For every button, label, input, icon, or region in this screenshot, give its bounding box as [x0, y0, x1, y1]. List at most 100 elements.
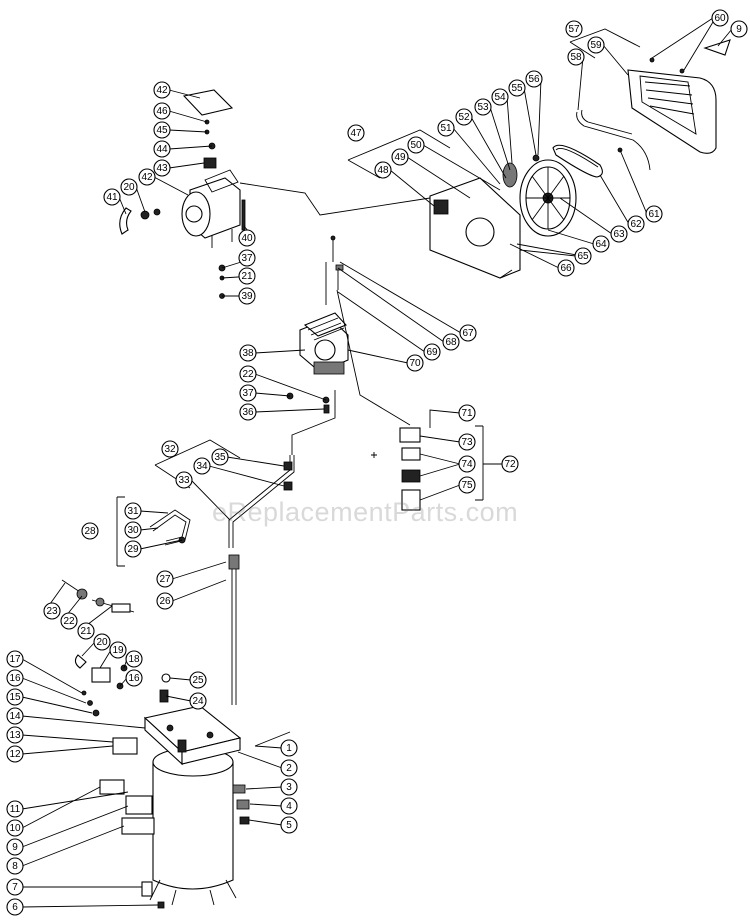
callout-number: 39 [241, 291, 253, 302]
callout-circle [423, 343, 441, 361]
guard-bracket-lines [239, 182, 583, 257]
callout-number: 73 [461, 437, 473, 448]
callout-circle [6, 726, 24, 744]
callout-number: 21 [241, 271, 253, 282]
part-callout-32: 32 [161, 440, 179, 458]
callout-number: 16 [9, 673, 21, 684]
callout-circle [6, 745, 24, 763]
part-callout-22: 22 [60, 612, 78, 630]
callout-number: 38 [242, 348, 254, 359]
pump-assembly [286, 312, 349, 414]
part-callout-6: 6 [6, 898, 24, 916]
callout-number: 56 [528, 74, 540, 85]
callout-number: 64 [595, 239, 607, 250]
belt-guard-back [429, 177, 521, 279]
callout-circle [442, 333, 460, 351]
callout-circle [103, 188, 121, 206]
callout-circle [156, 570, 174, 588]
callout-number: 20 [96, 637, 108, 648]
callout-number: 42 [156, 85, 168, 96]
tank-fittings [81, 690, 291, 825]
callout-circle [458, 433, 476, 451]
callout-number: 54 [494, 92, 506, 103]
callout-circle [60, 612, 78, 630]
callout-circle [280, 778, 298, 796]
callout-number: 31 [127, 506, 139, 517]
part-callout-20: 20 [93, 633, 111, 651]
callout-circle [6, 857, 24, 875]
callout-circle [238, 287, 256, 305]
callout-circle [645, 205, 663, 223]
callout-circle [138, 168, 156, 186]
callout-number: 53 [477, 102, 489, 113]
callout-number: 33 [178, 475, 190, 486]
callout-circle [280, 797, 298, 815]
part-callout-18: 18 [125, 650, 143, 668]
part-callout-33: 33 [175, 471, 193, 489]
callout-circle [43, 602, 61, 620]
part-callout-49: 49 [391, 148, 409, 166]
part-callout-25: 25 [189, 671, 207, 689]
callout-circle [124, 521, 142, 539]
callout-number: 37 [242, 388, 254, 399]
callout-number: 9 [736, 24, 742, 35]
callout-circle [501, 455, 519, 473]
callout-circle [391, 148, 409, 166]
callout-number: 65 [577, 251, 589, 262]
callout-number: 25 [192, 675, 204, 686]
part-callout-53: 53 [474, 98, 492, 116]
callout-circle [238, 229, 256, 247]
callout-number: 22 [63, 616, 75, 627]
callout-number: 43 [156, 163, 168, 174]
part-callout-4: 4 [280, 797, 298, 815]
callout-number: 29 [127, 544, 139, 555]
part-callout-2: 2 [280, 759, 298, 777]
pressure-switch [61, 579, 135, 690]
callout-circle [592, 235, 610, 253]
callout-number: 74 [461, 459, 473, 470]
callout-circle [407, 136, 425, 154]
callout-circle [153, 159, 171, 177]
part-callout-16: 16 [125, 669, 143, 687]
callout-circle [189, 692, 207, 710]
callout-circle [6, 878, 24, 896]
part-callout-66: 66 [557, 259, 575, 277]
part-callout-5: 5 [280, 816, 298, 834]
part-callout-71: 71 [458, 404, 476, 422]
belt-guard-front [576, 39, 731, 171]
callout-number: 67 [462, 328, 474, 339]
part-callout-44: 44 [153, 140, 171, 158]
part-callouts: 1234567891011121314151617161819202122232… [6, 9, 748, 916]
callout-number: 68 [445, 337, 457, 348]
callout-circle [280, 739, 298, 757]
part-callout-37: 37 [239, 384, 257, 402]
part-callout-72: 72 [501, 455, 519, 473]
check-valve [159, 673, 171, 703]
callout-number: 3 [286, 782, 292, 793]
callout-number: 27 [159, 574, 171, 585]
part-callout-75: 75 [458, 476, 476, 494]
callout-number: 72 [504, 459, 516, 470]
callout-number: 34 [196, 461, 208, 472]
part-callout-57: 57 [565, 20, 583, 38]
callout-number: 46 [156, 106, 168, 117]
callout-circle [455, 108, 473, 126]
intake-filter [336, 289, 421, 511]
callout-circle [6, 838, 24, 856]
part-callout-15: 15 [6, 688, 24, 706]
callout-circle [211, 448, 229, 466]
group-brackets [116, 28, 641, 567]
part-callout-64: 64 [592, 235, 610, 253]
callout-number: 52 [458, 112, 470, 123]
part-callout-24: 24 [189, 692, 207, 710]
callout-circle [93, 633, 111, 651]
callout-number: 57 [568, 24, 580, 35]
part-callout-48: 48 [374, 161, 392, 179]
callout-number: 17 [9, 654, 21, 665]
callout-circle [109, 641, 127, 659]
callout-number: 19 [112, 645, 124, 656]
part-callout-30: 30 [124, 521, 142, 539]
callout-number: 45 [156, 125, 168, 136]
callout-circle [156, 592, 174, 610]
callout-circle [77, 622, 95, 640]
